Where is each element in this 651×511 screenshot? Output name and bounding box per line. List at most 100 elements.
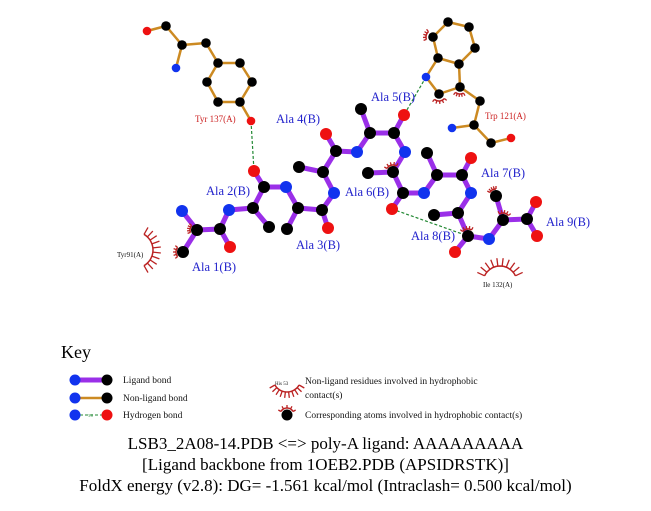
ligand-carbon-atom <box>456 169 468 181</box>
residue-carbon-atom <box>202 77 212 87</box>
residue-oxygen-atom <box>506 133 516 143</box>
residue-carbon-atom <box>455 82 465 92</box>
hydrogen-bond <box>391 208 469 237</box>
ala1-ca-contact-icon <box>186 223 193 235</box>
ligand-carbon-atom <box>263 221 275 233</box>
hydrophobic-spoke <box>462 92 466 96</box>
ligand-carbon-atom <box>397 187 409 199</box>
hydrophobic-arc <box>274 384 300 393</box>
ligand-label-ala9: Ala 9(B) <box>546 215 590 229</box>
caption-line-3: FoldX energy (v2.8): DG= -1.561 kcal/mol… <box>79 476 572 495</box>
ligand-label-ala4: Ala 4(B) <box>276 112 320 126</box>
ligand-oxygen-atom <box>322 222 334 234</box>
residue-carbon-atom <box>247 77 257 87</box>
hydrophobic-spoke <box>465 226 468 230</box>
hydrophobic-spoke <box>188 223 193 226</box>
ligand-oxygen-atom <box>465 152 477 164</box>
residue-label-tyr137: Tyr 137(A) <box>195 114 236 124</box>
hydrophobic-spoke <box>151 240 160 245</box>
residue-nitrogen-atom <box>447 123 457 133</box>
ligand-oxygen-atom <box>531 230 543 242</box>
key-hydrogen-bond-sample: 3.0 <box>69 409 113 421</box>
ligand-nitrogen-atom <box>223 204 235 216</box>
residue-carbon-atom <box>213 97 223 107</box>
hydrophobic-spoke <box>174 256 179 259</box>
trp121-ring-contact-icon <box>422 28 430 42</box>
hydrophobic-spoke <box>492 186 495 190</box>
residue-carbon-atom <box>434 89 444 99</box>
ligand-nitrogen-atom <box>418 187 430 199</box>
ligand-carbon-atom <box>362 167 374 179</box>
residue-oxygen-atom <box>142 26 152 36</box>
residue-carbon-atom <box>213 58 223 68</box>
hydrophobic-spoke <box>490 259 495 268</box>
bonds <box>146 20 540 254</box>
ligand-carbon-atom <box>214 223 226 235</box>
hydrophobic-spoke <box>460 93 463 97</box>
ligand-nitrogen-atom <box>328 187 340 199</box>
residue-carbon-atom <box>201 38 211 48</box>
hydrophobic-spoke <box>426 28 429 33</box>
hydrophobic-spoke <box>386 163 390 167</box>
residue-carbon-atom <box>469 120 479 130</box>
ala9-cb-contact-icon <box>487 186 497 194</box>
carbon-atom-icon <box>101 374 113 386</box>
hydrophobic-spoke <box>151 255 160 260</box>
hydrophobic-spoke <box>292 409 296 413</box>
hydrogen-bond <box>250 120 255 172</box>
residue-label-tyr91: Tyr91(A) <box>117 251 144 259</box>
hydrophobic-spoke <box>287 391 290 398</box>
hydrophobic-spoke <box>146 230 154 238</box>
ligand-oxygen-atom <box>386 203 398 215</box>
ala8-c-contact-icon <box>459 226 474 233</box>
residue-carbon-atom <box>235 58 245 68</box>
key-hydrophobic-residues-label-2: contact(s) <box>305 390 342 401</box>
hydrophobic-spoke <box>441 99 445 104</box>
residue-carbon-atom <box>443 17 453 27</box>
hydrophobic-spoke <box>269 384 276 389</box>
hydrophobic-spoke <box>423 38 427 42</box>
ligand-carbon-atom <box>316 204 328 216</box>
key-ligand-bond-sample <box>69 374 113 386</box>
hydrophobic-spoke <box>462 227 466 231</box>
hydrophobic-spoke <box>512 266 520 273</box>
ligand-carbon-atom <box>191 224 203 236</box>
hydrophobic-spoke <box>424 31 428 34</box>
ligand-label-ala6: Ala 6(B) <box>345 185 389 199</box>
hydrophobic-spoke <box>149 235 158 241</box>
ala1-cb-contact-icon <box>173 245 179 259</box>
ligand-carbon-atom <box>452 207 464 219</box>
ligand-carbon-atom <box>177 246 189 258</box>
hydrophobic-spoke <box>291 390 295 398</box>
ligand-carbon-atom <box>247 202 259 214</box>
ligand-carbon-atom <box>258 181 270 193</box>
key-hydrophobic-atom-icon <box>278 405 296 421</box>
hydrophobic-spoke <box>480 266 488 273</box>
key-hydrophobic-arc-icon <box>269 384 305 398</box>
hydrophobic-spoke <box>284 391 287 398</box>
residue-oxygen-atom <box>246 116 256 126</box>
hydrophobic-spoke <box>509 262 516 270</box>
key-example-residue: His 53 <box>275 382 289 387</box>
hydrophobic-spoke <box>187 231 191 235</box>
key-atom-circle <box>281 409 293 421</box>
nitrogen-atom-icon <box>69 374 81 386</box>
residue-carbon-atom <box>433 53 443 63</box>
key-atom-marks <box>278 405 296 413</box>
ligand-oxygen-atom <box>224 241 236 253</box>
hydrophobic-spoke <box>279 390 283 398</box>
hydrophobic-spoke <box>281 406 285 410</box>
key-hydrophobic-residues-label-1: Non-ligand residues involved in hydropho… <box>305 377 478 387</box>
hydrophobic-spoke <box>423 33 427 36</box>
hydrophobic-spoke <box>187 227 191 230</box>
trp121-cg-contact-icon <box>453 91 466 98</box>
ala9-ca-contact-icon <box>497 210 512 217</box>
hydrophobic-spoke <box>173 247 177 251</box>
hydrophobic-arc <box>143 233 154 267</box>
hydrophobic-spoke <box>395 163 399 167</box>
hydrophobic-spoke <box>453 91 456 96</box>
hydrophobic-spoke <box>455 93 458 97</box>
ala6-ca-contact-icon <box>384 162 399 170</box>
ligand-label-ala3: Ala 3(B) <box>296 238 340 252</box>
